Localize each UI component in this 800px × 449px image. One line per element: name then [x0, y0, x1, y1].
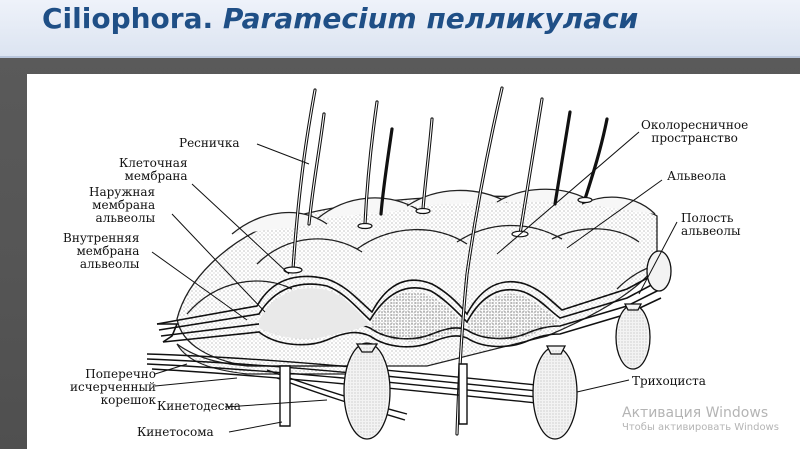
alveolar-cavities: [259, 288, 560, 342]
kinetosome: [279, 363, 468, 427]
title-part-genus: Paramecium: [222, 2, 417, 35]
label-alveolar-cavity: Полость альвеолы: [681, 211, 741, 238]
leader-lines: [151, 131, 678, 433]
slide-title: Ciliophora. Paramecium пелликуласи: [42, 2, 638, 35]
label-trichocyst: Трихоциста: [632, 374, 706, 388]
label-striated-rootlet: Поперечно исчерченный корешок: [70, 367, 157, 407]
title-part-taxon: Ciliophora.: [42, 2, 214, 35]
label-cell-membrane: Клеточная мембрана: [119, 156, 188, 183]
trichocyst-hatching: [346, 307, 648, 437]
label-outer-alveolar-membrane: Наружная мембрана альвеолы: [89, 185, 156, 225]
label-kinetosome: Кинетосома: [137, 425, 214, 439]
label-kinetodesma: Кинетодесма: [157, 399, 241, 413]
title-part-pellicle: пелликуласи: [426, 2, 639, 35]
label-cilium: Ресничка: [179, 136, 240, 150]
windows-activation-watermark: Активация Windows Чтобы активировать Win…: [622, 405, 779, 433]
pellicle-diagram: Ресничка Клеточная мембрана Наружная мем…: [27, 74, 800, 449]
pellicle-drawing: [146, 86, 678, 440]
label-periciliary-space: Околоресничное пространство: [641, 118, 749, 145]
title-bar: Ciliophora. Paramecium пелликуласи: [0, 0, 800, 58]
label-alveolus: Альвеола: [667, 169, 727, 183]
label-inner-alveolar-membrane: Внутренняя мембрана альвеолы: [63, 231, 140, 271]
